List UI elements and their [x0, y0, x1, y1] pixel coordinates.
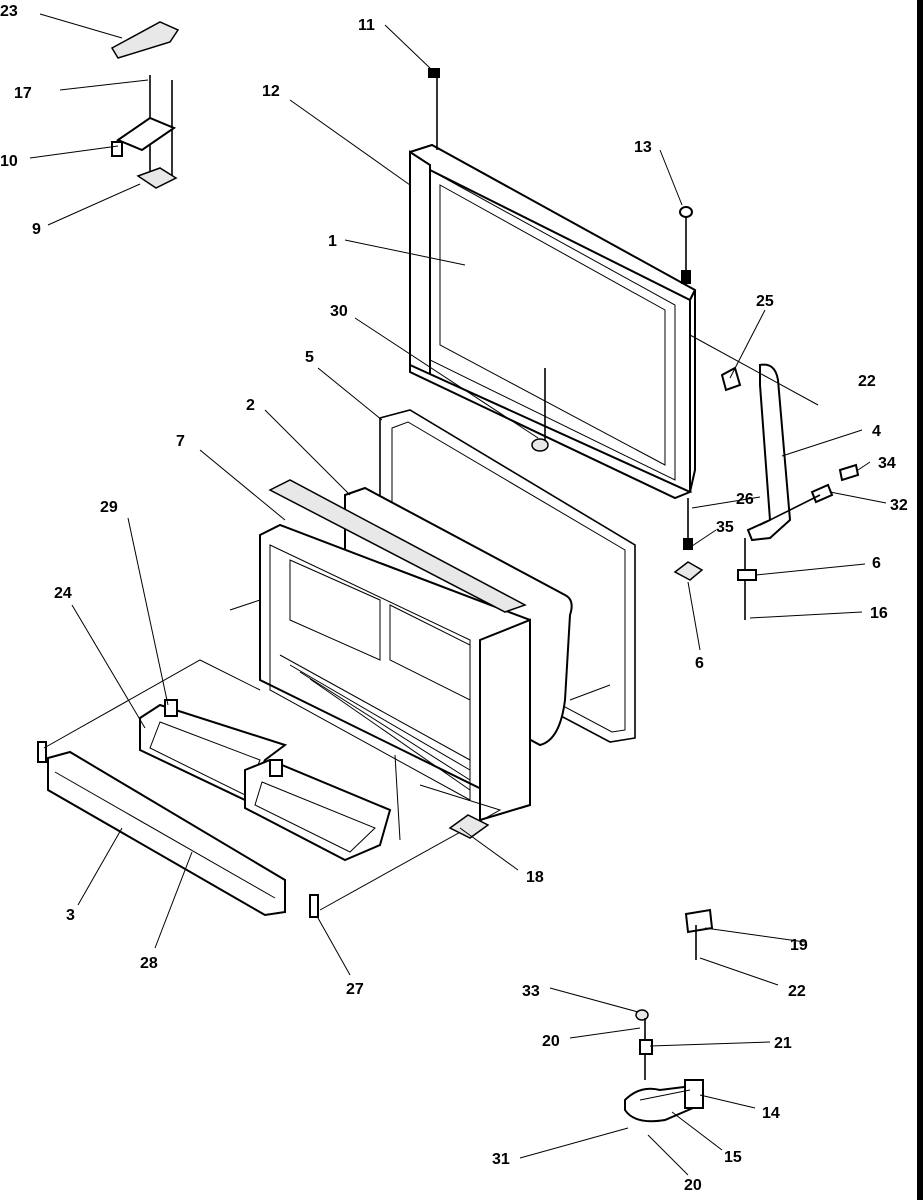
callout-20-upper: 20	[542, 1033, 560, 1050]
callout-labels: 23 17 10 9 11 12 13 1 30 5 2 7 29 24 25 …	[0, 3, 908, 1194]
callout-3: 3	[66, 907, 75, 924]
callout-20-lower: 20	[684, 1177, 702, 1194]
callout-21: 21	[774, 1035, 792, 1052]
callout-22-top: 22	[858, 373, 876, 390]
clip-part	[720, 366, 742, 392]
callout-31: 31	[492, 1151, 510, 1168]
handle-part	[746, 363, 792, 542]
callout-14: 14	[762, 1105, 780, 1122]
callout-23: 23	[0, 3, 18, 20]
callout-18: 18	[526, 869, 544, 886]
leader-lines	[29, 13, 887, 1176]
callout-27: 27	[346, 981, 364, 998]
rail-outline	[43, 599, 611, 911]
callout-34: 34	[878, 455, 896, 472]
right-border	[917, 0, 923, 1200]
callout-7: 7	[176, 433, 185, 450]
callout-2: 2	[246, 397, 255, 414]
callout-5: 5	[305, 349, 314, 366]
callout-9: 9	[32, 221, 41, 238]
callout-29: 29	[100, 499, 118, 516]
callout-28: 28	[140, 955, 158, 972]
hinge-bracket-part	[115, 116, 177, 152]
callout-6-right: 6	[872, 555, 881, 572]
callout-33: 33	[522, 983, 540, 1000]
callout-19: 19	[790, 937, 808, 954]
callout-30: 30	[330, 303, 348, 320]
callout-10: 10	[0, 153, 18, 170]
callout-4: 4	[872, 423, 881, 440]
callout-32: 32	[890, 497, 908, 514]
callout-25: 25	[756, 293, 774, 310]
callout-16: 16	[870, 605, 888, 622]
drawer-liner-part	[259, 479, 531, 822]
right-hinge-assembly	[673, 363, 860, 620]
callout-17: 17	[14, 85, 32, 102]
top-hinge-assembly	[110, 21, 180, 189]
callout-13: 13	[634, 139, 652, 156]
callout-12: 12	[262, 83, 280, 100]
hinge-cover-part	[110, 21, 180, 59]
callout-11: 11	[358, 17, 375, 34]
callout-35: 35	[716, 519, 734, 536]
callout-24: 24	[54, 585, 72, 602]
lower-cam-assembly	[624, 908, 714, 1123]
door-frame-part	[409, 68, 697, 500]
callout-1: 1	[328, 233, 337, 250]
callout-15: 15	[724, 1149, 742, 1166]
callout-6-lower: 6	[695, 655, 704, 672]
front-trim-part	[37, 741, 319, 918]
right-bin-part	[244, 758, 392, 862]
callout-26: 26	[736, 491, 754, 508]
callout-22-bottom: 22	[788, 983, 806, 1000]
hinge-plate-part	[136, 167, 178, 189]
